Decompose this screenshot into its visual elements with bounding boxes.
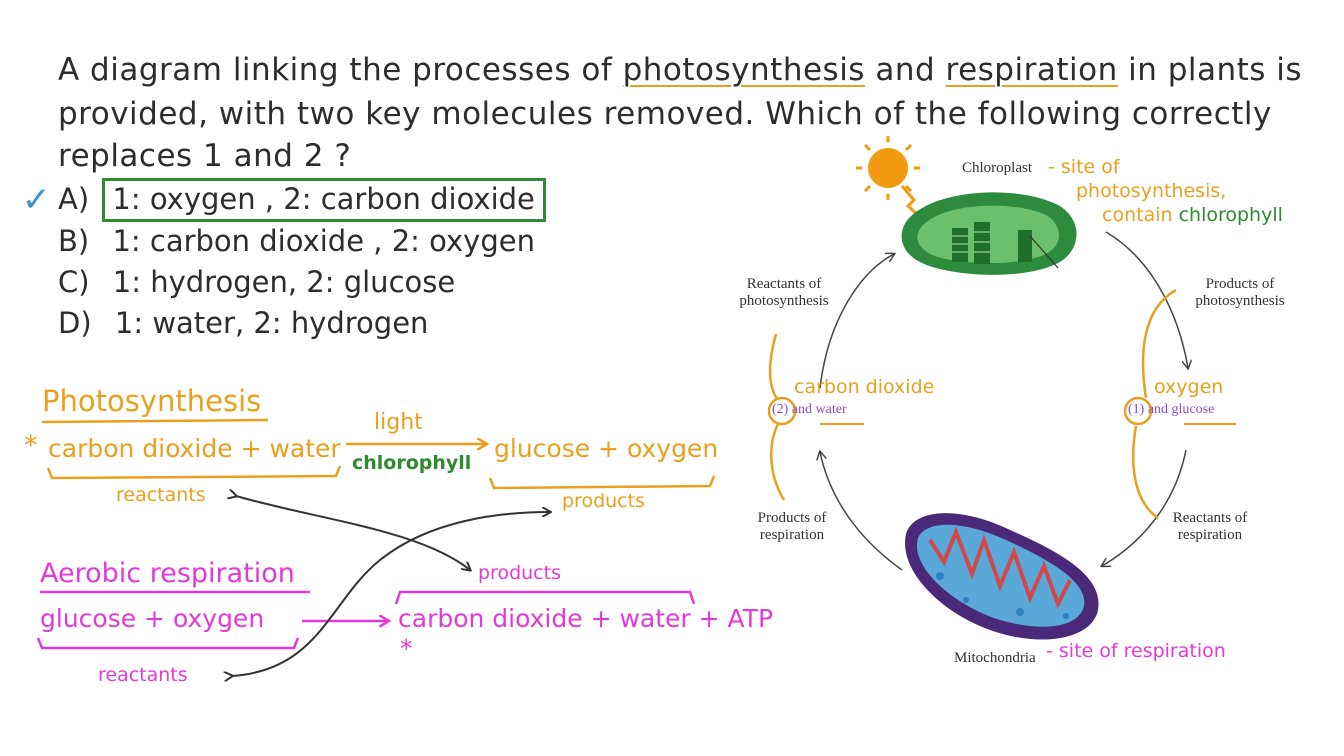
option-a[interactable]: A) 1: oxygen , 2: carbon dioxide	[58, 182, 535, 216]
products-label: products	[562, 490, 645, 512]
reactants-brace	[46, 465, 342, 480]
option-c-label: C)	[58, 265, 90, 299]
option-b-label: B)	[58, 224, 90, 258]
question-text: in plants is	[1128, 52, 1303, 88]
light-label: light	[374, 410, 423, 435]
label-line: respiration	[1177, 527, 1243, 543]
respiration-reactants: glucose + oxygen	[40, 604, 265, 633]
chloroplast-note-contain: contain	[1102, 204, 1173, 226]
blank-2-number: (2)	[772, 402, 789, 417]
star-marker: *	[24, 430, 38, 461]
mitochondria-illustration	[905, 513, 1099, 640]
glucose-text: glucose	[1171, 402, 1215, 417]
blank-1-number: (1)	[1128, 402, 1145, 417]
respiration-star-marker: *	[400, 634, 413, 663]
question-text: and	[875, 52, 936, 88]
chlorophyll-label: chlorophyll	[352, 452, 472, 474]
oxygen-annotation: oxygen	[1154, 376, 1224, 398]
reactants-of-respiration-label: Reactants of respiration	[1160, 510, 1260, 544]
blank-2-bracket	[768, 333, 786, 501]
respiration-reactants-label: reactants	[98, 664, 188, 686]
cycle-arrow-bottom-right	[1102, 449, 1187, 566]
photosynthesis-reactants: carbon dioxide + water	[48, 434, 341, 463]
chloroplast-note-chlorophyll: chlorophyll	[1178, 204, 1283, 226]
chloroplast-label: Chloroplast	[962, 160, 1032, 176]
option-d-label: D)	[58, 306, 92, 340]
reactants-label: reactants	[116, 484, 206, 506]
photosynthesis-title: Photosynthesis	[42, 384, 262, 418]
and-text: and	[1147, 402, 1169, 417]
option-d[interactable]: D) 1: water, 2: hydrogen	[58, 306, 428, 340]
blank-1-bracket	[1131, 288, 1177, 520]
respiration-reactants-brace	[36, 637, 300, 650]
blank-1-circle	[1123, 396, 1153, 426]
keyword-photosynthesis: photosynthesis	[622, 52, 865, 88]
mitochondria-label: Mitochondria	[954, 650, 1036, 666]
and-text: and	[791, 402, 813, 417]
option-c[interactable]: C) 1: hydrogen, 2: glucose	[58, 265, 455, 299]
respiration-products-brace	[394, 590, 696, 605]
blank-2-circle	[767, 396, 797, 426]
respiration-title: Aerobic respiration	[40, 558, 295, 589]
carbon-dioxide-annotation: carbon dioxide	[794, 376, 935, 398]
photosynthesis-products: glucose + oxygen	[494, 434, 719, 463]
check-mark-icon: ✓	[22, 180, 51, 220]
chloroplast-note-3: contain chlorophyll	[1102, 204, 1283, 226]
label-line: photosynthesis	[1195, 293, 1285, 309]
label-line: respiration	[759, 527, 825, 543]
option-b[interactable]: B) 1: carbon dioxide , 2: oxygen	[58, 224, 535, 258]
cycle-arrow-bottom-left	[820, 452, 903, 571]
products-brace	[488, 475, 716, 490]
cycle-arrow-top-right	[1105, 231, 1188, 368]
question-line-2: provided, with two key molecules removed…	[58, 96, 1272, 132]
respiration-products: carbon dioxide + water + ATP	[398, 604, 774, 633]
products-of-respiration-label: Products of respiration	[742, 510, 842, 544]
option-a-text: 1: oxygen , 2: carbon dioxide	[112, 182, 535, 216]
respiration-products-label: products	[478, 562, 561, 584]
chloroplast-note-2: photosynthesis,	[1076, 180, 1227, 202]
label-line: Products of	[1205, 276, 1275, 292]
mitochondria-note: - site of respiration	[1046, 640, 1226, 662]
label-line: photosynthesis	[739, 293, 829, 309]
reactants-of-photosynthesis-label: Reactants of photosynthesis	[716, 276, 852, 310]
chloroplast-illustration	[901, 192, 1077, 275]
option-b-text: 1: carbon dioxide , 2: oxygen	[112, 224, 535, 258]
answer-box	[102, 178, 546, 222]
blank-1-label: (1) and glucose	[1128, 402, 1214, 418]
option-d-text: 1: water, 2: hydrogen	[114, 306, 429, 340]
question-line-3: replaces 1 and 2 ?	[58, 138, 352, 174]
option-c-text: 1: hydrogen, 2: glucose	[112, 265, 456, 299]
label-line: Reactants of	[746, 276, 822, 292]
label-line: Reactants of	[1172, 510, 1248, 526]
products-of-photosynthesis-label: Products of photosynthesis	[1178, 276, 1302, 310]
chloroplast-note-1: - site of	[1048, 156, 1120, 178]
cycle-arrow-top-left	[819, 254, 894, 389]
question-text: A diagram linking the processes of	[58, 52, 613, 88]
water-text: water	[815, 402, 847, 417]
keyword-respiration: respiration	[945, 52, 1118, 88]
blank-2-label: (2) and water	[772, 402, 847, 418]
question-line-1: A diagram linking the processes of photo…	[58, 52, 1302, 88]
option-a-label: A)	[58, 182, 90, 216]
products-reactants-link-arrow	[232, 512, 550, 676]
label-line: Products of	[757, 510, 827, 526]
photosynthesis-title-underline	[41, 418, 269, 424]
